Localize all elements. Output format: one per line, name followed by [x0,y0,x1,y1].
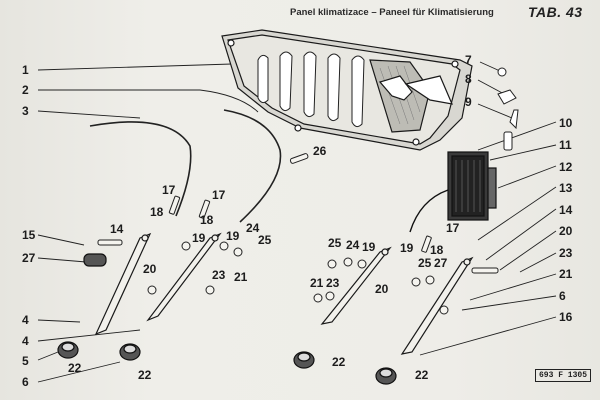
callout-25a: 25 [258,233,272,247]
callout-18c: 18 [430,243,444,257]
control-knobs [57,253,397,385]
callout-22a: 22 [68,361,82,375]
callout-21b: 21 [310,276,324,290]
callout-19a: 19 [192,231,206,245]
callout-13: 13 [559,181,573,195]
callout-14b: 14 [559,203,573,217]
callout-6b: 6 [559,289,566,303]
catalog-code: 693 F 1305 [535,369,592,382]
callout-23a: 23 [212,268,226,282]
callout-27b: 27 [434,256,448,270]
callout-8: 8 [465,72,472,86]
table-number: TAB. 43 [528,4,583,20]
callout-17c: 17 [446,221,460,235]
callout-24a: 24 [246,221,260,235]
callout-23b: 23 [326,276,340,290]
callout-15: 15 [22,228,36,242]
callout-4a: 4 [22,313,29,327]
control-levers [94,232,474,355]
washers-and-screws [97,153,499,315]
leader-lines [37,61,557,383]
callout-22c: 22 [332,355,346,369]
callout-2: 2 [22,83,29,97]
callout-27a: 27 [22,251,36,265]
small-fasteners [497,67,519,151]
control-cables [89,109,282,223]
heater-control-unit [409,151,497,233]
callout-9: 9 [465,95,472,109]
callout-25c: 25 [418,256,432,270]
callout-24b: 24 [346,238,360,252]
callout-7: 7 [465,53,472,67]
callout-19b: 19 [226,229,240,243]
page-title: Panel klimatizace – Paneel für Klimatisi… [290,7,494,18]
callout-20a: 20 [143,262,157,276]
callout-19d: 19 [400,241,414,255]
climate-panel-grille [221,29,473,151]
callout-17a: 17 [162,183,176,197]
callout-23c: 23 [559,246,573,260]
callout-19c: 19 [362,240,376,254]
callout-10: 10 [559,116,573,130]
callout-12: 12 [559,160,573,174]
callout-18a: 18 [150,205,164,219]
callout-11: 11 [559,138,572,152]
callout-25b: 25 [328,236,342,250]
callout-21a: 21 [234,270,248,284]
callout-14a: 14 [110,222,124,236]
callout-4b: 4 [22,334,29,348]
callout-20c: 20 [559,224,573,238]
callout-18b: 18 [200,213,214,227]
callout-1: 1 [22,63,29,77]
callout-22b: 22 [138,368,152,382]
callout-16: 16 [559,310,573,324]
callout-17b: 17 [212,188,226,202]
callout-22d: 22 [415,368,429,382]
callout-5: 5 [22,354,29,368]
callout-21c: 21 [559,267,573,281]
callout-26: 26 [313,144,327,158]
callout-20b: 20 [375,282,389,296]
callout-6a: 6 [22,375,29,389]
callout-3: 3 [22,104,29,118]
